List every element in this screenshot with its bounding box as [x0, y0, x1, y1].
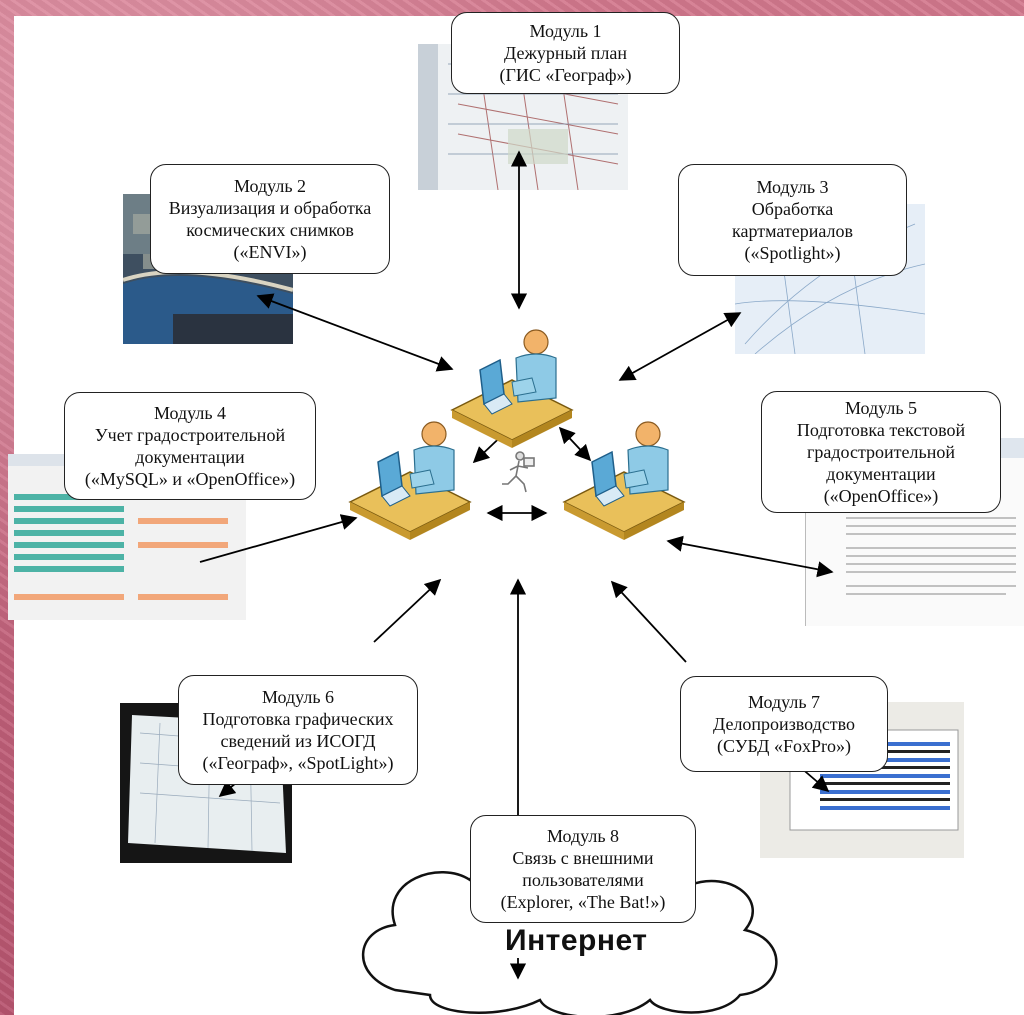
module-2-box: Модуль 2 Визуализация и обработка космич… — [150, 164, 390, 274]
module-8-box: Модуль 8 Связь с внешними пользователями… — [470, 815, 696, 923]
module-1-line-3: (ГИС «Географ») — [499, 65, 632, 85]
module-7-line-2: Делопроизводство — [712, 714, 856, 734]
module-3-line-2: Обработка — [751, 199, 834, 219]
arrow-module-6b — [373, 578, 442, 643]
module-5-line-1: Модуль 5 — [844, 398, 918, 418]
module-1-line-2: Дежурный план — [503, 43, 628, 63]
arrow-ws-left-top — [472, 426, 512, 464]
module-4-line-1: Модуль 4 — [153, 403, 227, 423]
module-8-line-1: Модуль 8 — [546, 826, 620, 846]
module-3-line-1: Модуль 3 — [756, 177, 829, 197]
module-5-line-2: Подготовка текстовой — [796, 420, 966, 440]
module-3-line-4: («Spotlight») — [744, 243, 841, 263]
module-2-line-2: Визуализация и обработка — [168, 198, 372, 218]
module-6-line-2: Подготовка графических — [202, 709, 394, 729]
internet-label: Интернет — [505, 924, 648, 957]
module-2-line-4: («ENVI») — [233, 242, 307, 262]
module-6-box: Модуль 6 Подготовка графических сведений… — [178, 675, 418, 785]
module-5-line-4: документации — [826, 464, 936, 484]
module-6-line-1: Модуль 6 — [261, 687, 335, 707]
arrow-module-5 — [666, 535, 834, 578]
module-2-line-1: Модуль 2 — [233, 176, 307, 196]
module-3-line-3: картматериалов — [732, 221, 853, 241]
module-5-box: Модуль 5 Подготовка текстовой градострои… — [761, 391, 1001, 513]
module-4-line-4: («MySQL» и «OpenOffice») — [84, 469, 296, 489]
module-1-box: Модуль 1 Дежурный план (ГИС «Географ») — [451, 12, 680, 94]
module-4-box: Модуль 4 Учет градостроительной документ… — [64, 392, 316, 500]
module-8-line-2: Связь с внешними — [512, 848, 654, 868]
module-7-box: Модуль 7 Делопроизводство (СУБД «FoxPro»… — [680, 676, 888, 772]
arrow-module-4 — [199, 514, 358, 563]
module-6-line-4: («Географ», «SpotLight») — [202, 753, 394, 773]
module-5-line-3: градостроительной — [807, 442, 955, 462]
arrow-module-3 — [618, 312, 742, 381]
module-8-line-3: пользователями — [522, 870, 644, 890]
module-6-line-3: сведений из ИСОГД — [220, 731, 376, 751]
arrow-module-2 — [256, 293, 454, 372]
arrow-module-7 — [610, 580, 687, 663]
module-4-line-2: Учет градостроительной — [94, 425, 286, 445]
module-2-line-3: космических снимков — [186, 220, 354, 240]
module-7-line-3: (СУБД «FoxPro») — [717, 736, 851, 756]
module-5-line-5: («OpenOffice») — [823, 486, 939, 506]
module-8-line-4: (Explorer, «The Bat!») — [500, 892, 666, 912]
module-7-line-1: Модуль 7 — [747, 692, 821, 712]
module-1-line-1: Модуль 1 — [529, 21, 602, 41]
module-3-box: Модуль 3 Обработка картматериалов («Spot… — [678, 164, 907, 276]
arrow-ws-top-right — [558, 426, 592, 462]
module-4-line-3: документации — [135, 447, 245, 467]
